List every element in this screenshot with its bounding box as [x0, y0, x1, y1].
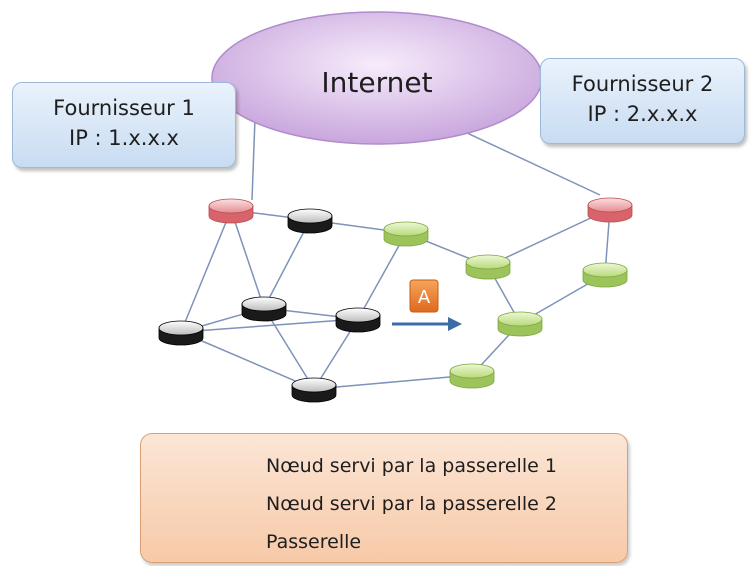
network-link: [263, 307, 315, 390]
internet-link: [251, 117, 256, 201]
network-link: [263, 219, 311, 309]
network-link: [230, 209, 265, 309]
provider-2-name: Fournisseur 2: [571, 72, 714, 96]
gateway-1-node: [241, 296, 287, 322]
internet-link: [451, 125, 601, 196]
network-link: [180, 331, 315, 390]
gateway-1-node: [158, 320, 204, 346]
migration-arrow: [392, 317, 462, 331]
network-link: [180, 318, 359, 333]
provider-1-box: Fournisseur 1 IP : 1.x.x.x: [12, 82, 236, 168]
gateway-2-node: [582, 262, 628, 288]
internet-label: Internet: [321, 66, 432, 99]
legend-label-gateway-2: Nœud servi par la passerelle 2: [266, 493, 557, 515]
node-a-label: A: [418, 287, 431, 308]
gateway-2-node: [383, 221, 429, 247]
node-a-badge: A: [409, 279, 439, 313]
gateway-1-node: [291, 377, 337, 403]
provider-2-box: Fournisseur 2 IP : 2.x.x.x: [540, 58, 745, 144]
network-link: [487, 208, 611, 267]
network-links: [180, 117, 611, 390]
gateway-node: [587, 197, 633, 223]
legend-label-gateway: Passerelle: [266, 531, 362, 553]
gateway-2-node: [449, 363, 495, 389]
provider-1-ip: IP : 1.x.x.x: [69, 126, 179, 150]
gateway-2-node: [497, 311, 543, 337]
network-link: [357, 232, 407, 320]
network-nodes: [158, 197, 633, 403]
network-link: [180, 209, 232, 333]
gateway-node: [208, 198, 254, 224]
provider-2-ip: IP : 2.x.x.x: [587, 102, 698, 126]
gateway-1-node: [335, 307, 381, 333]
internet-cloud: Internet: [211, 11, 543, 145]
legend-label-gateway-1: Nœud servi par la passerelle 1: [266, 455, 557, 477]
legend: Nœud servi par la passerelle 1 Nœud serv…: [140, 433, 628, 563]
gateway-2-node: [465, 254, 511, 280]
network-link: [313, 374, 473, 390]
gateway-1-node: [287, 208, 333, 234]
provider-1-name: Fournisseur 1: [53, 96, 195, 120]
